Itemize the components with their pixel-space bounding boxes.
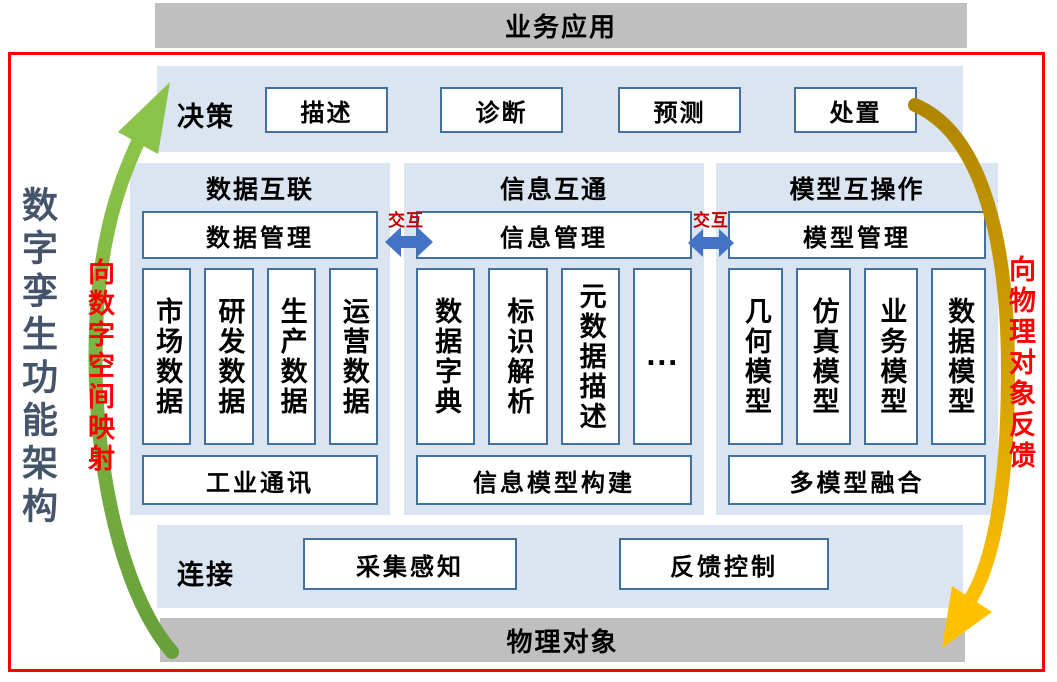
gold-downward-arrow-icon bbox=[908, 98, 1016, 648]
business-application-label: 业务应用 bbox=[504, 13, 617, 43]
item-operation-data: 运营数据 bbox=[328, 268, 378, 445]
model-item-group: 几何模型 仿真模型 业务模型 数据模型 bbox=[728, 268, 986, 445]
decision-box-describe: 描述 bbox=[265, 87, 388, 133]
item-ellipsis: ... bbox=[632, 268, 692, 445]
connection-panel: 连接 采集感知 反馈控制 bbox=[157, 525, 963, 608]
green-upward-arrow-icon bbox=[88, 82, 179, 659]
information-item-group: 数据字典 标识解析 元数据描述 ... bbox=[416, 268, 692, 445]
item-data-model: 数据模型 bbox=[931, 268, 986, 445]
item-data-dictionary: 数据字典 bbox=[416, 268, 476, 445]
decision-box-diagnose: 诊断 bbox=[440, 87, 563, 133]
item-market-data: 市场数据 bbox=[142, 268, 192, 445]
feedback-to-physical-object-label: 向物理对象反馈 bbox=[1004, 255, 1035, 472]
item-identifier-resolution: 标识解析 bbox=[488, 268, 548, 445]
information-management-box: 信息管理 bbox=[416, 211, 692, 259]
information-model-building-box: 信息模型构建 bbox=[416, 455, 692, 505]
multi-model-fusion-box: 多模型融合 bbox=[728, 455, 986, 505]
physical-object-bar: 物理对象 bbox=[160, 618, 965, 662]
column-model-interoperation: 模型互操作 模型管理 几何模型 仿真模型 业务模型 数据模型 多模型融合 bbox=[716, 163, 998, 515]
column-information-intercommunication: 信息互通 信息管理 数据字典 标识解析 元数据描述 ... 信息模型构建 bbox=[404, 163, 704, 515]
decision-box-predict: 预测 bbox=[618, 87, 741, 133]
decision-label: 决策 bbox=[177, 102, 235, 133]
decision-box-dispose: 处置 bbox=[794, 87, 917, 133]
data-item-group: 市场数据 研发数据 生产数据 运营数据 bbox=[142, 268, 378, 445]
column-title: 信息互通 bbox=[499, 175, 608, 204]
interaction-arrow-2-icon bbox=[688, 229, 734, 257]
model-management-box: 模型管理 bbox=[728, 211, 986, 259]
item-rd-data: 研发数据 bbox=[204, 268, 254, 445]
column-title: 数据互联 bbox=[205, 175, 314, 204]
business-application-bar: 业务应用 bbox=[155, 3, 967, 48]
interaction-label-2: 交互 bbox=[693, 211, 729, 231]
industrial-communication-box: 工业通讯 bbox=[142, 455, 378, 505]
item-business-model: 业务模型 bbox=[863, 268, 919, 445]
item-metadata-description: 元数据描述 bbox=[560, 268, 620, 445]
item-geometry-model: 几何模型 bbox=[728, 268, 783, 445]
item-production-data: 生产数据 bbox=[266, 268, 316, 445]
data-management-box: 数据管理 bbox=[142, 211, 378, 259]
map-to-digital-space-label: 向数字空间映射 bbox=[83, 258, 114, 475]
interaction-label-1: 交互 bbox=[388, 211, 424, 231]
diagram-title: 数字孪生功能架构 bbox=[16, 186, 57, 530]
decision-panel: 决策 描述 诊断 预测 处置 bbox=[157, 66, 963, 152]
item-simulation-model: 仿真模型 bbox=[795, 268, 851, 445]
connection-label: 连接 bbox=[177, 560, 235, 591]
collection-perception-box: 采集感知 bbox=[303, 538, 517, 590]
column-title: 模型互操作 bbox=[789, 175, 925, 204]
physical-object-label: 物理对象 bbox=[506, 627, 619, 658]
interaction-arrow-1-icon bbox=[385, 227, 433, 257]
column-data-interconnection: 数据互联 数据管理 市场数据 研发数据 生产数据 运营数据 工业通讯 bbox=[130, 163, 390, 515]
feedback-control-box: 反馈控制 bbox=[619, 538, 829, 590]
